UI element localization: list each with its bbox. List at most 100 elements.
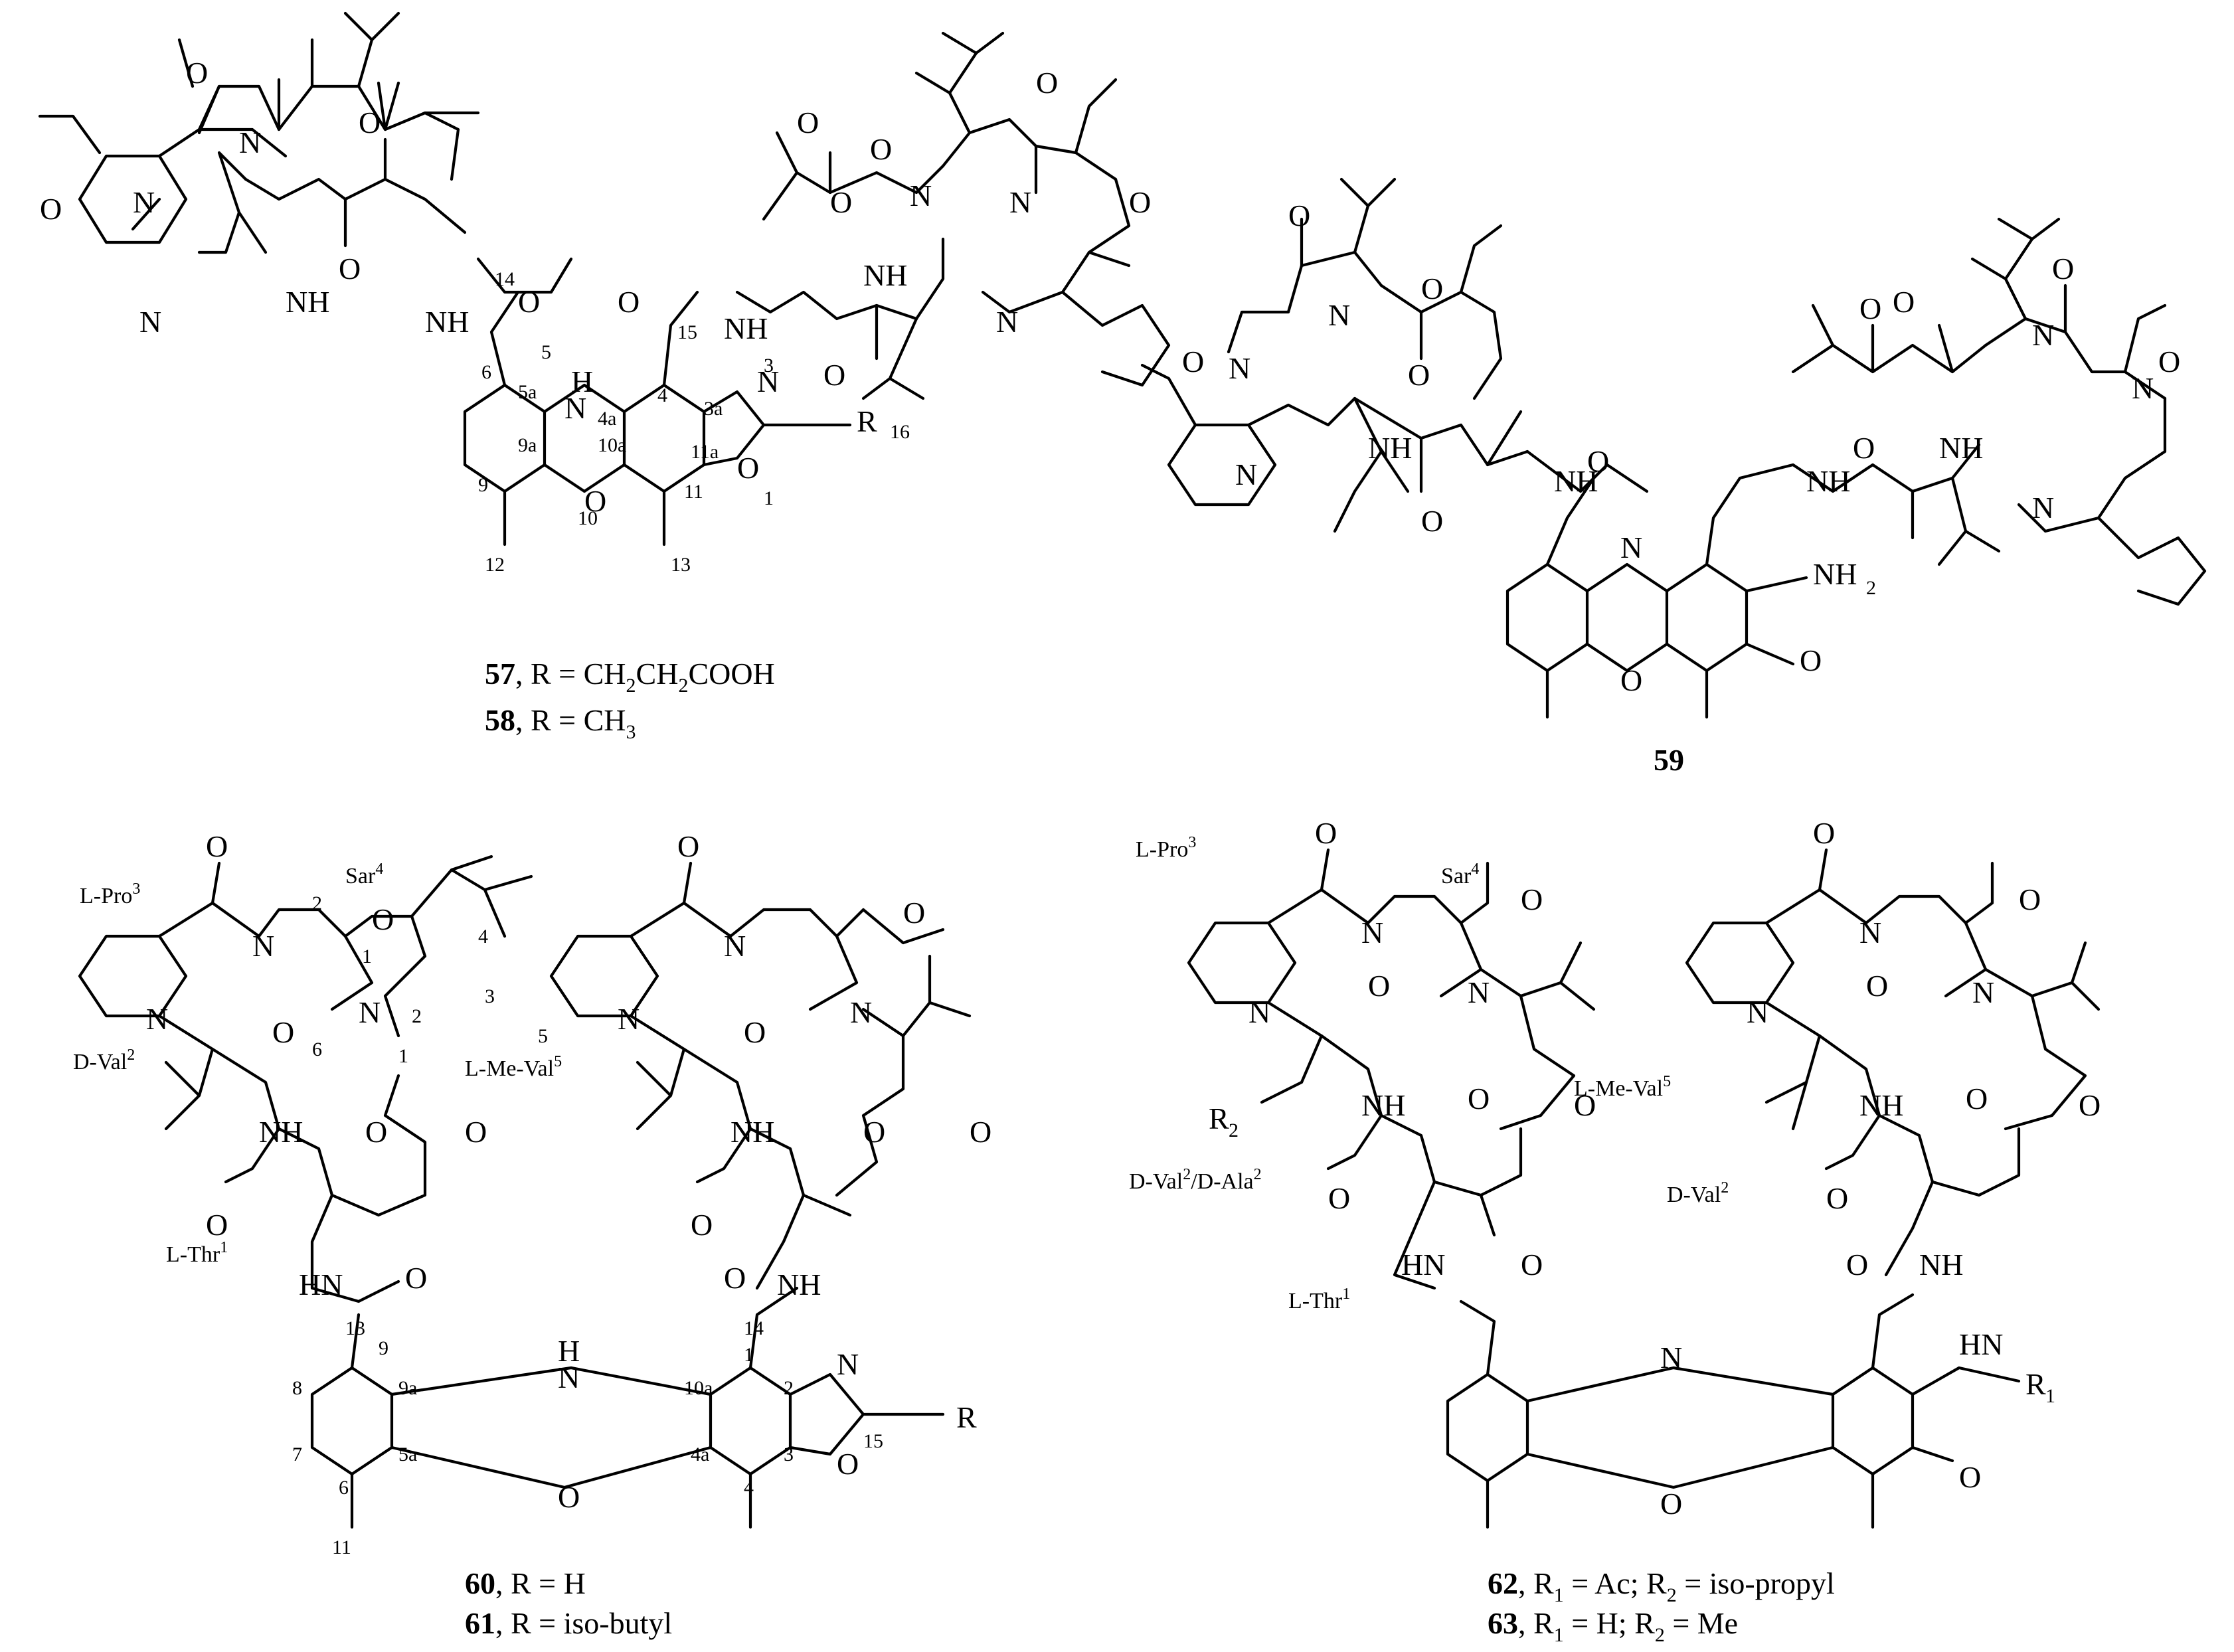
atom-number: 5: [541, 341, 551, 363]
residue-label-l-pro3: L-Pro3: [80, 880, 140, 908]
atom-number: 11: [684, 481, 703, 503]
atom-number: 2: [784, 1377, 794, 1399]
atom-label-subscript: 1: [2045, 1385, 2055, 1407]
atom-label: O: [2158, 345, 2180, 378]
atom-number: 3: [784, 1444, 794, 1465]
atom-label: O: [1853, 431, 1875, 465]
atom-label: NH: [425, 305, 469, 339]
atom-label: O: [272, 1015, 294, 1049]
atom-label: NH: [724, 311, 768, 345]
atom-number: 5: [538, 1025, 548, 1047]
atom-label: O: [40, 192, 62, 226]
atom-label: O: [724, 1261, 746, 1295]
caption-61: 61, R = iso-butyl: [465, 1606, 672, 1640]
atom-label: N: [1859, 916, 1881, 950]
atom-label: N: [757, 365, 779, 398]
atom-label: O: [1315, 816, 1337, 850]
atom-number: 13: [671, 554, 691, 576]
atom-label: N: [1229, 351, 1250, 385]
atom-label: O: [1800, 643, 1822, 677]
structure-60-61: O N O N N O NH O O O HN O H N O N O R O …: [73, 829, 991, 1640]
atom-label: NH: [863, 258, 907, 292]
atom-label: O: [1966, 1082, 1988, 1115]
atom-label: NH: [1368, 431, 1412, 465]
atom-labels-57-58: O N O N O O N NH NH O H N O O NH N O R O…: [40, 56, 1151, 518]
atom-label: O: [1328, 1181, 1350, 1215]
atom-number: 11: [332, 1536, 351, 1558]
atom-label: N: [837, 1347, 859, 1381]
atom-label: N: [618, 1002, 640, 1036]
atom-number: 7: [292, 1444, 302, 1465]
atom-number: 14: [495, 268, 515, 290]
atom-label: O: [1521, 882, 1543, 916]
atom-label: O: [970, 1115, 991, 1149]
atom-number: 6: [339, 1477, 349, 1499]
atom-number: 10: [578, 507, 598, 529]
atom-label: O: [2019, 882, 2041, 916]
bonds-62-63: [1187, 848, 2101, 1529]
atom-label: N: [558, 1361, 580, 1394]
atom-number: 4a: [691, 1444, 709, 1465]
atom-label: O: [1421, 272, 1443, 305]
residue-label-dval-dala: D-Val2/D-Ala2: [1129, 1166, 1262, 1194]
atom-number: 1: [764, 487, 774, 509]
atom-label: O: [206, 829, 228, 863]
atom-label: O: [1826, 1181, 1848, 1215]
atom-label: O: [870, 132, 892, 166]
atom-label: O: [1859, 291, 1881, 325]
atom-number: 1: [398, 1045, 408, 1067]
atom-label-subscript: 2: [1866, 577, 1876, 599]
residue-label-l-me-val5: L-Me-Val5: [1574, 1073, 1671, 1101]
atom-label: O: [1036, 66, 1058, 100]
atom-number: 9a: [518, 434, 537, 456]
atom-label: O: [797, 106, 819, 139]
residue-label-sar4: Sar4: [345, 861, 383, 888]
atom-label: O: [1408, 358, 1430, 392]
atom-number: 9: [379, 1337, 388, 1359]
atom-label: O: [1574, 1088, 1596, 1122]
atom-number: 3: [764, 355, 774, 376]
atom-label: O: [1893, 285, 1915, 319]
atom-number: 4a: [598, 408, 616, 430]
atom-number: 16: [890, 421, 910, 443]
atom-label: N: [133, 185, 155, 219]
residue-label-l-me-val5: L-Me-Val5: [465, 1053, 562, 1081]
atom-label: N: [724, 929, 746, 963]
atom-label: N: [910, 179, 932, 212]
atom-label: N: [359, 995, 381, 1029]
atom-label: N: [252, 929, 274, 963]
atom-label: O: [903, 896, 925, 930]
atom-label: NH: [777, 1268, 821, 1301]
atom-number: 2: [312, 892, 322, 914]
atom-label: O: [744, 1015, 766, 1049]
atom-label: O: [405, 1261, 427, 1295]
atom-number: 3a: [704, 398, 723, 420]
residue-label-l-pro3: L-Pro3: [1136, 834, 1196, 862]
atom-label: O: [359, 106, 381, 139]
atom-label: N: [1009, 185, 1031, 219]
atom-label: O: [558, 1480, 580, 1514]
atom-number: 15: [677, 321, 697, 343]
residue-label-l-thr1: L-Thr1: [1288, 1285, 1350, 1313]
atom-label: O: [677, 829, 699, 863]
atom-label: NH: [1806, 464, 1850, 498]
atom-label: N: [1660, 1341, 1682, 1374]
atom-label: N: [850, 995, 872, 1029]
atom-number: 1: [744, 1344, 754, 1366]
atom-label: O: [1866, 969, 1888, 1003]
atom-number: 6: [481, 361, 491, 383]
atom-label: H: [571, 365, 593, 398]
atom-label: NH: [1361, 1088, 1405, 1122]
atom-label: O: [339, 252, 361, 286]
atom-label: R: [1209, 1102, 1229, 1135]
atom-label: H: [558, 1334, 580, 1368]
atom-label: N: [1620, 531, 1642, 564]
structure-62-63: O N O N N O NH O O O HN O N O HN R 1 O R…: [1129, 816, 2101, 1646]
atom-number: 2: [412, 1005, 422, 1027]
residue-label-d-val2: D-Val2: [73, 1046, 135, 1074]
residue-label-l-thr1: L-Thr1: [166, 1239, 228, 1267]
atom-number: 9: [478, 474, 488, 496]
atom-label: NH: [259, 1115, 303, 1149]
